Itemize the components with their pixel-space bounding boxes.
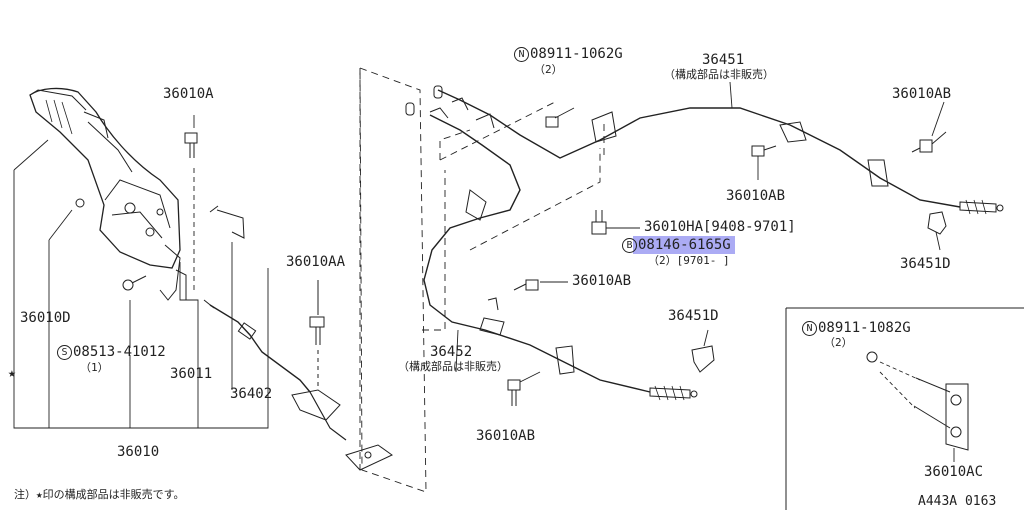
label-36010D: 36010D (20, 310, 71, 326)
inset-panel (785, 307, 1024, 510)
label-08911-a-code: 08911-1062G (530, 46, 623, 62)
label-08513-code: 08513-41012 (73, 344, 166, 360)
label-36451: 36451 (702, 52, 745, 68)
label-08911-a-qty: （2） (534, 63, 563, 76)
star-marker: ★ (8, 366, 16, 381)
label-08513-qty: （1） (80, 361, 109, 374)
footnote: 注）★印の構成部品は非販売です。 (14, 488, 185, 501)
rear-cable-36452 (405, 102, 698, 401)
label-36010AC: 36010AC (924, 464, 984, 480)
label-36010HA: 36010HA[9408-9701] (644, 219, 796, 235)
hand-lever-assembly (29, 87, 187, 301)
label-08911-a-marker: N (514, 47, 529, 62)
label-36010A: 36010A (163, 86, 214, 102)
label-36010AB-bottom: 36010AB (476, 428, 536, 444)
label-08146-marker: B (622, 238, 637, 253)
label-36010AB-middle: 36010AB (726, 188, 786, 204)
misc-fasteners (507, 107, 947, 406)
dashed-region (359, 67, 605, 493)
selection-highlight (633, 236, 735, 254)
label-36010: 36010 (117, 444, 160, 460)
label-08911-b-code: 08911-1082G (818, 320, 911, 336)
label-36452-note: （構成部品は非販売） (398, 360, 508, 373)
label-08513-marker: S (57, 345, 72, 360)
label-36010AB-topright: 36010AB (892, 86, 952, 102)
rear-cable-36451 (433, 85, 1004, 215)
label-36451-note: （構成部品は非販売） (664, 68, 774, 81)
bolt-36010AA (309, 280, 325, 390)
label-leaders (455, 81, 945, 373)
lever-fasteners (75, 132, 245, 291)
label-08911-b-marker: N (802, 321, 817, 336)
label-36402: 36402 (230, 386, 273, 402)
label-36451D-middle: 36451D (668, 308, 719, 324)
label-36011: 36011 (170, 366, 213, 382)
label-36010AB-lower: 36010AB (572, 273, 632, 289)
front-cable-36402 (203, 299, 393, 471)
diagram-code: A443A 0163 (918, 494, 997, 509)
left-leader-lines (13, 115, 269, 429)
label-36452: 36452 (430, 344, 473, 360)
label-08911-b-qty: （2） (824, 336, 853, 349)
label-36010AA: 36010AA (286, 254, 346, 270)
label-08146-qty: （2）[9701- ] (648, 254, 730, 267)
label-08146-code: 08146-6165G (638, 237, 731, 253)
label-36451D-right: 36451D (900, 256, 951, 272)
